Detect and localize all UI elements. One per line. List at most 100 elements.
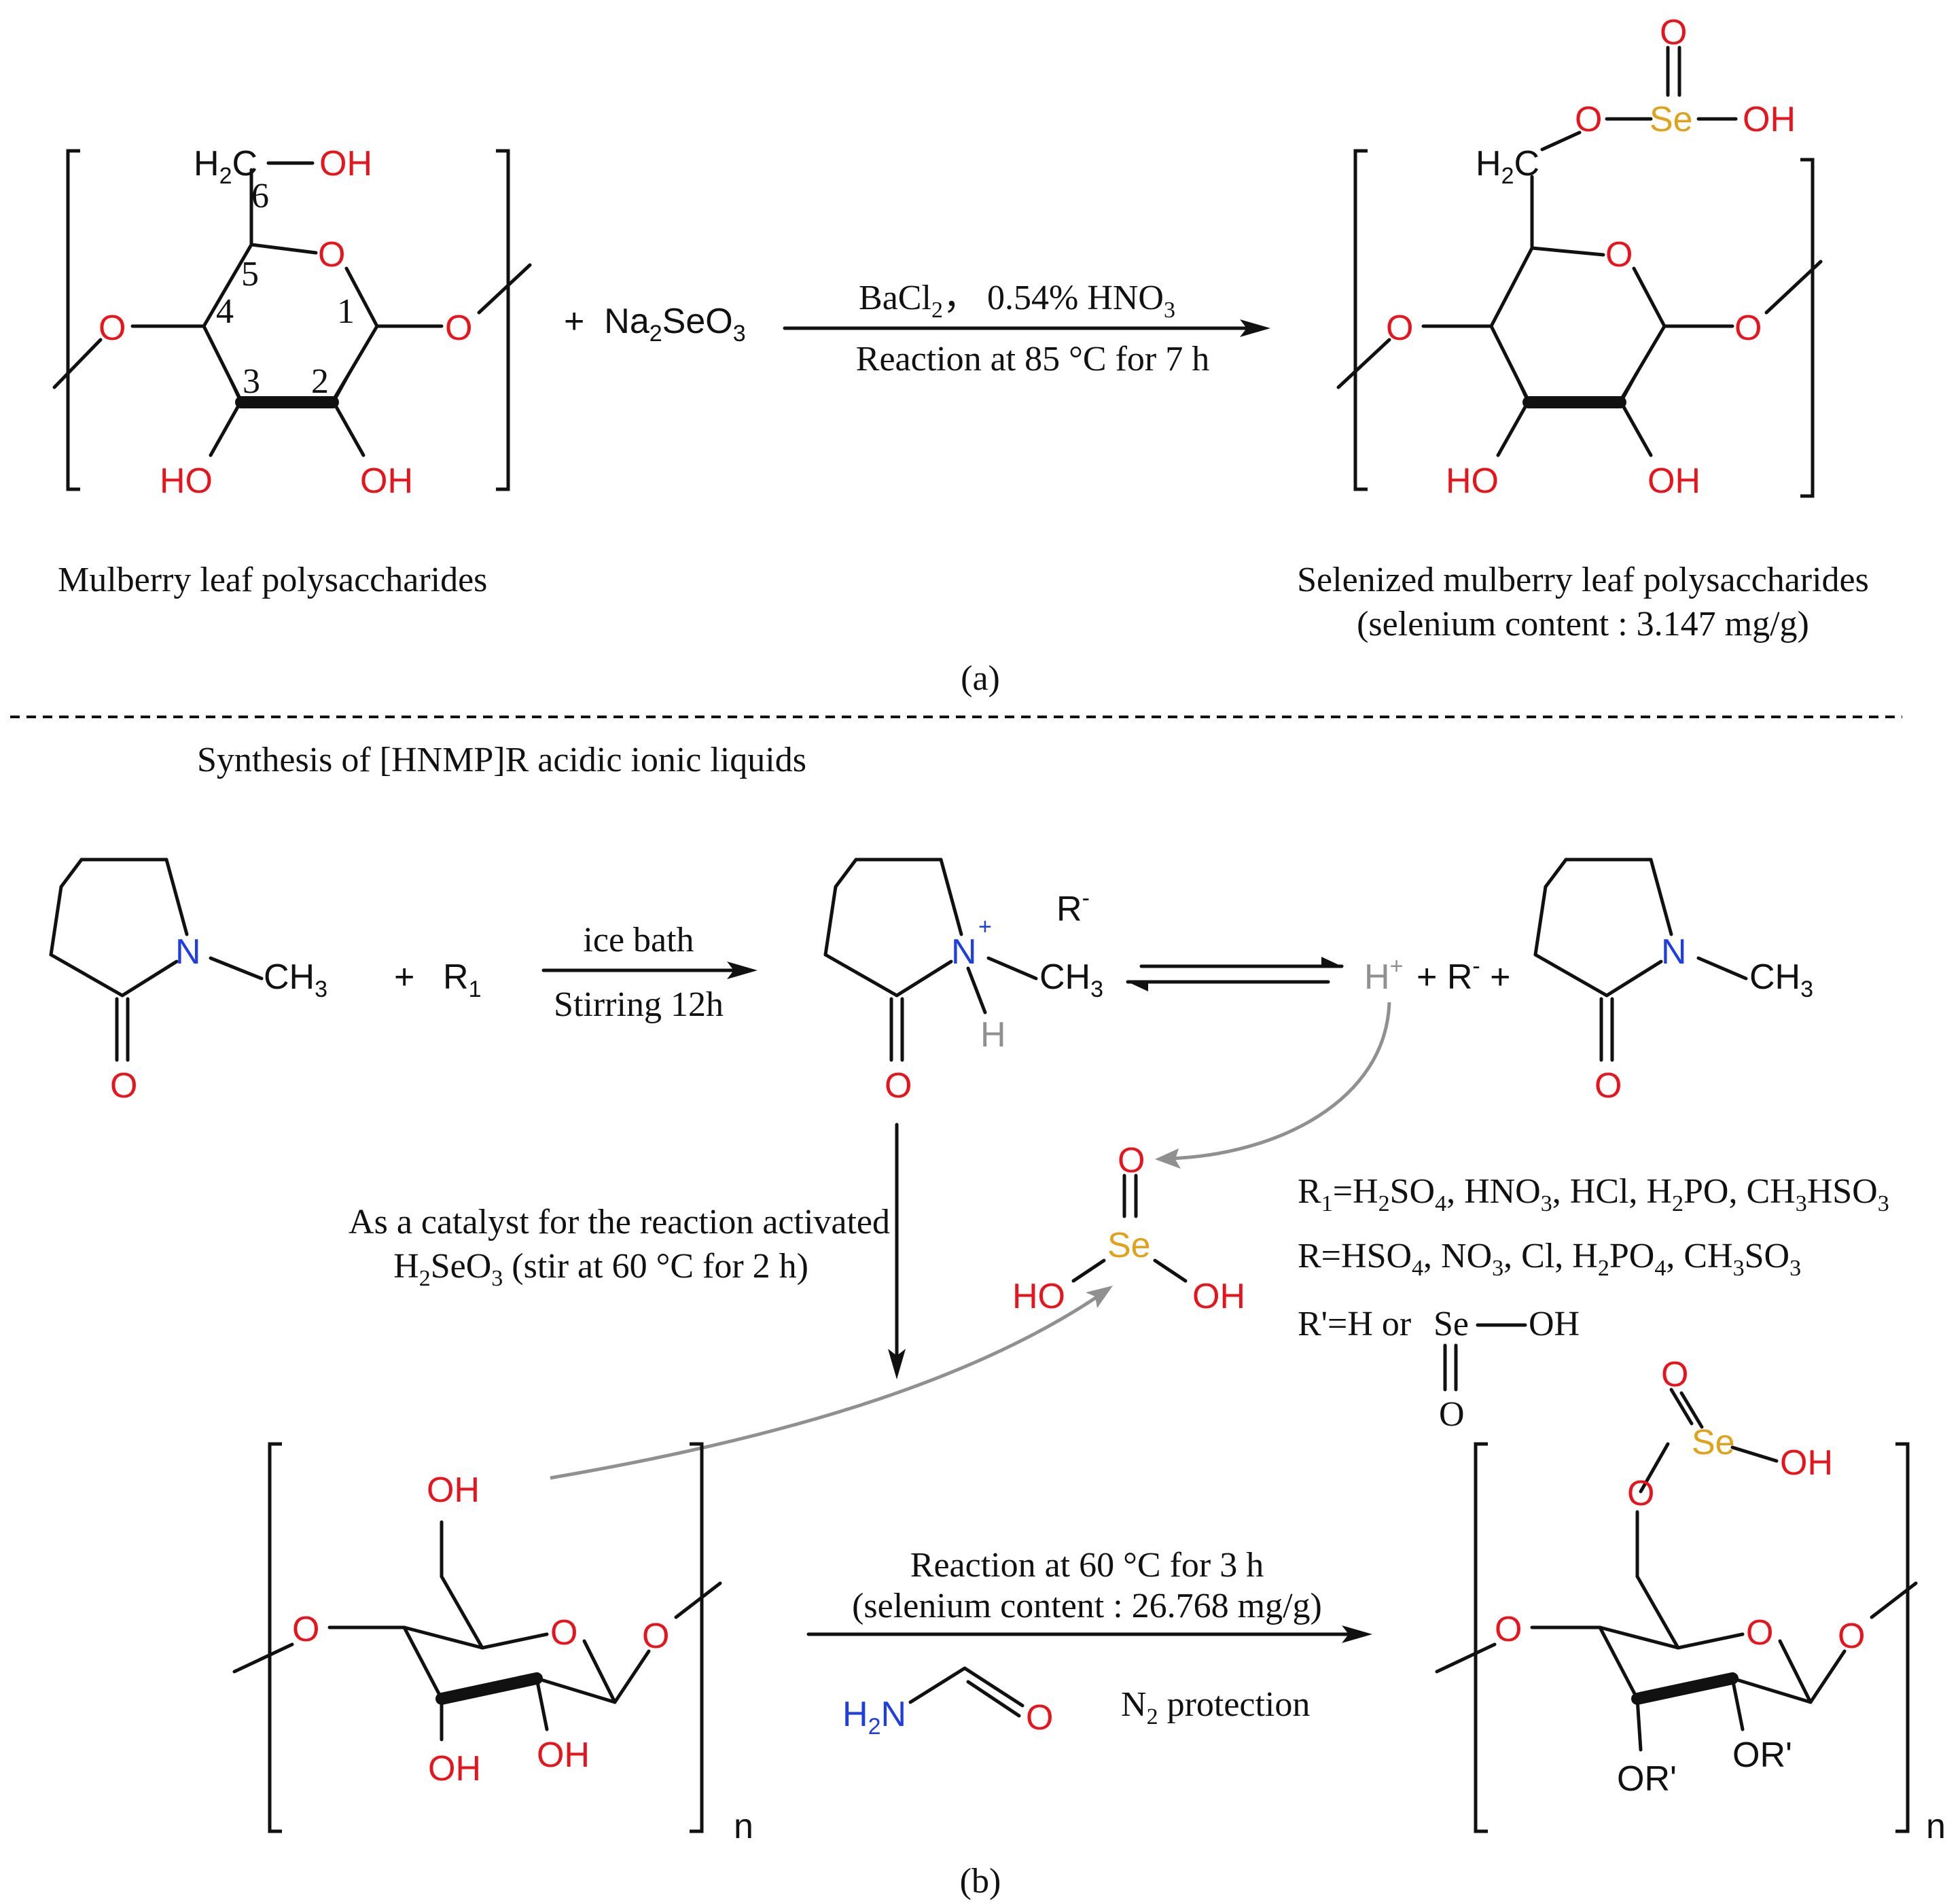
carbonyl-oxygen: O [1026, 1698, 1053, 1738]
formamide: H2N O [842, 1666, 1053, 1740]
nitrogen-atom: N [1661, 932, 1687, 972]
nitrogen-atom: N [951, 932, 977, 972]
methyl-label: CH3 [1749, 957, 1813, 1002]
product-selenized-polysaccharide-structure: H2C O Se OH O O O O HO OH [1336, 13, 1823, 501]
carbonyl-oxygen: O [110, 1066, 137, 1106]
hydroxyl-label: OH [360, 461, 413, 501]
bracket-left [1353, 149, 1368, 491]
conditions-a-bottom: Reaction at 85 °C for 7 h [856, 340, 1209, 378]
caption-b: (b) [960, 1862, 1001, 1901]
hydroxyl-label: HO [1446, 461, 1499, 501]
panel-b: Synthesis of [HNMP]R acidic ionic liquid… [49, 741, 1946, 1901]
ring-number: 1 [337, 292, 355, 331]
ring-number: 5 [241, 255, 259, 294]
hydroxyl-label: OH [319, 144, 372, 183]
repeat-n: n [734, 1807, 753, 1846]
equilibrium-arrows [1126, 957, 1344, 991]
reaction-arrow-final [806, 1625, 1372, 1643]
step2-condition-top: Reaction at 60 °C for 3 h [910, 1546, 1264, 1585]
seleno-oxygen: O [1439, 1395, 1465, 1434]
repeat-n: n [1926, 1807, 1946, 1846]
bracket-right [496, 149, 510, 491]
conditions-a-top: BaCl2， 0.54% HNO3 [859, 279, 1175, 323]
seleninic-group: Se OH O [1433, 1305, 1580, 1434]
reactant-label: Mulberry leaf polysaccharides [58, 561, 487, 599]
panel-b-title: Synthesis of [HNMP]R acidic ionic liquid… [197, 741, 806, 779]
r1-definition: R1=H2SO4, HNO3, HCl, H2PO, CH3HSO3 [1298, 1172, 1889, 1216]
hydroxyl-label: OH [1780, 1443, 1833, 1483]
reagent-na2seo3: + Na2SeO3 [564, 302, 746, 347]
seleno-oxygen: O [1660, 13, 1687, 52]
reaction-arrow-a [783, 319, 1270, 337]
ring-number: 6 [251, 177, 269, 215]
selenium-atom: Se [1433, 1305, 1469, 1343]
product-label: Selenized mulberry leaf polysaccharides [1297, 561, 1869, 599]
bracket-left [66, 149, 80, 491]
rprime-definition: R'=H or [1298, 1305, 1411, 1343]
equilibrium-products: + R- + [1416, 953, 1511, 997]
hydroxyl-label: OH [1529, 1305, 1580, 1343]
glycosidic-oxygen-left: O [1386, 308, 1413, 348]
polysaccharide-product-b: n O Se OH O O O O [1435, 1355, 1946, 1846]
carbonyl-oxygen: O [885, 1066, 912, 1106]
glycosidic-oxygen-right: O [1734, 308, 1762, 348]
ring-oxygen: O [318, 235, 345, 275]
selenium-atom: Se [1650, 100, 1693, 139]
positive-charge: + [978, 914, 992, 940]
bracket-right [1800, 158, 1815, 498]
bracket-right [690, 1442, 704, 1833]
nitrogen-atom: N [175, 932, 201, 972]
nucleophile-attack-arrow [550, 1286, 1113, 1480]
n2-protection: N2 protection [1121, 1685, 1310, 1729]
caption-a: (a) [961, 659, 1000, 698]
bracket-left [268, 1442, 282, 1833]
ring-oxygen: O [1746, 1613, 1773, 1653]
ring-oxygen: O [550, 1613, 577, 1653]
ch2-label: H2C [194, 144, 257, 189]
glycosidic-oxygen-left: O [1495, 1610, 1522, 1649]
plus-sign: + [394, 957, 414, 997]
panel-a: H2C OH O O O HO OH 1 2 3 4 5 6 + Na2SeO3… [52, 13, 1869, 698]
r-definition: R=HSO4, NO3, Cl, H2PO4, CH3SO3 [1298, 1237, 1801, 1281]
nmp-molecule: N CH3 O [49, 858, 327, 1106]
step1-condition-top: ice bath [583, 921, 694, 959]
nmp-molecule: N CH3 O [1533, 858, 1813, 1106]
ester-oxygen: O [1627, 1474, 1654, 1513]
or-prime-label: OR' [1617, 1759, 1677, 1799]
bracket-left [1474, 1442, 1488, 1833]
hydroxyl-label: OH [427, 1470, 480, 1510]
amine-label: H2N [842, 1695, 906, 1740]
proton-h-plus: H+ [1364, 953, 1403, 997]
hydroxyl-label: OH [1647, 461, 1700, 501]
reaction-arrow-ice-bath [541, 962, 758, 979]
reaction-arrow-down [888, 1123, 906, 1379]
hydroxyl-label: HO [160, 461, 213, 501]
bracket-right [1895, 1442, 1910, 1833]
ester-oxygen: O [1575, 100, 1602, 139]
glycosidic-oxygen-left: O [292, 1610, 319, 1649]
catalyst-description-line1: As a catalyst for the reaction activated [349, 1203, 890, 1241]
hydroxyl-label: HO [1012, 1277, 1065, 1316]
glycosidic-oxygen-right: O [642, 1617, 669, 1656]
ring-oxygen: O [1605, 235, 1633, 275]
selenous-acid: O Se HO OH [1012, 1141, 1245, 1316]
ch2-label: H2C [1476, 144, 1539, 189]
glycosidic-oxygen-left: O [99, 308, 126, 348]
ring-number: 4 [216, 292, 234, 331]
carbonyl-oxygen: O [1594, 1066, 1622, 1106]
step1-condition-bottom: Stirring 12h [554, 985, 724, 1024]
selenium-atom: Se [1692, 1423, 1735, 1462]
hnmp-cation: N + CH3 H O R- [823, 858, 1103, 1106]
glycosidic-oxygen-right: O [445, 308, 472, 348]
hydroxyl-label: OH [1743, 100, 1796, 139]
proton-transfer-arrow [1155, 1002, 1391, 1169]
seleno-oxygen: O [1661, 1355, 1688, 1394]
ring-number: 3 [243, 362, 260, 401]
catalyst-description-line2: H2SeO3 (stir at 60 °C for 2 h) [393, 1247, 808, 1291]
hydroxyl-label: OH [537, 1735, 590, 1775]
anion-r-minus: R- [1056, 885, 1090, 929]
methyl-label: CH3 [264, 957, 327, 1002]
product-selenium-content: (selenium content : 3.147 mg/g) [1357, 605, 1809, 644]
methyl-label: CH3 [1039, 957, 1103, 1002]
